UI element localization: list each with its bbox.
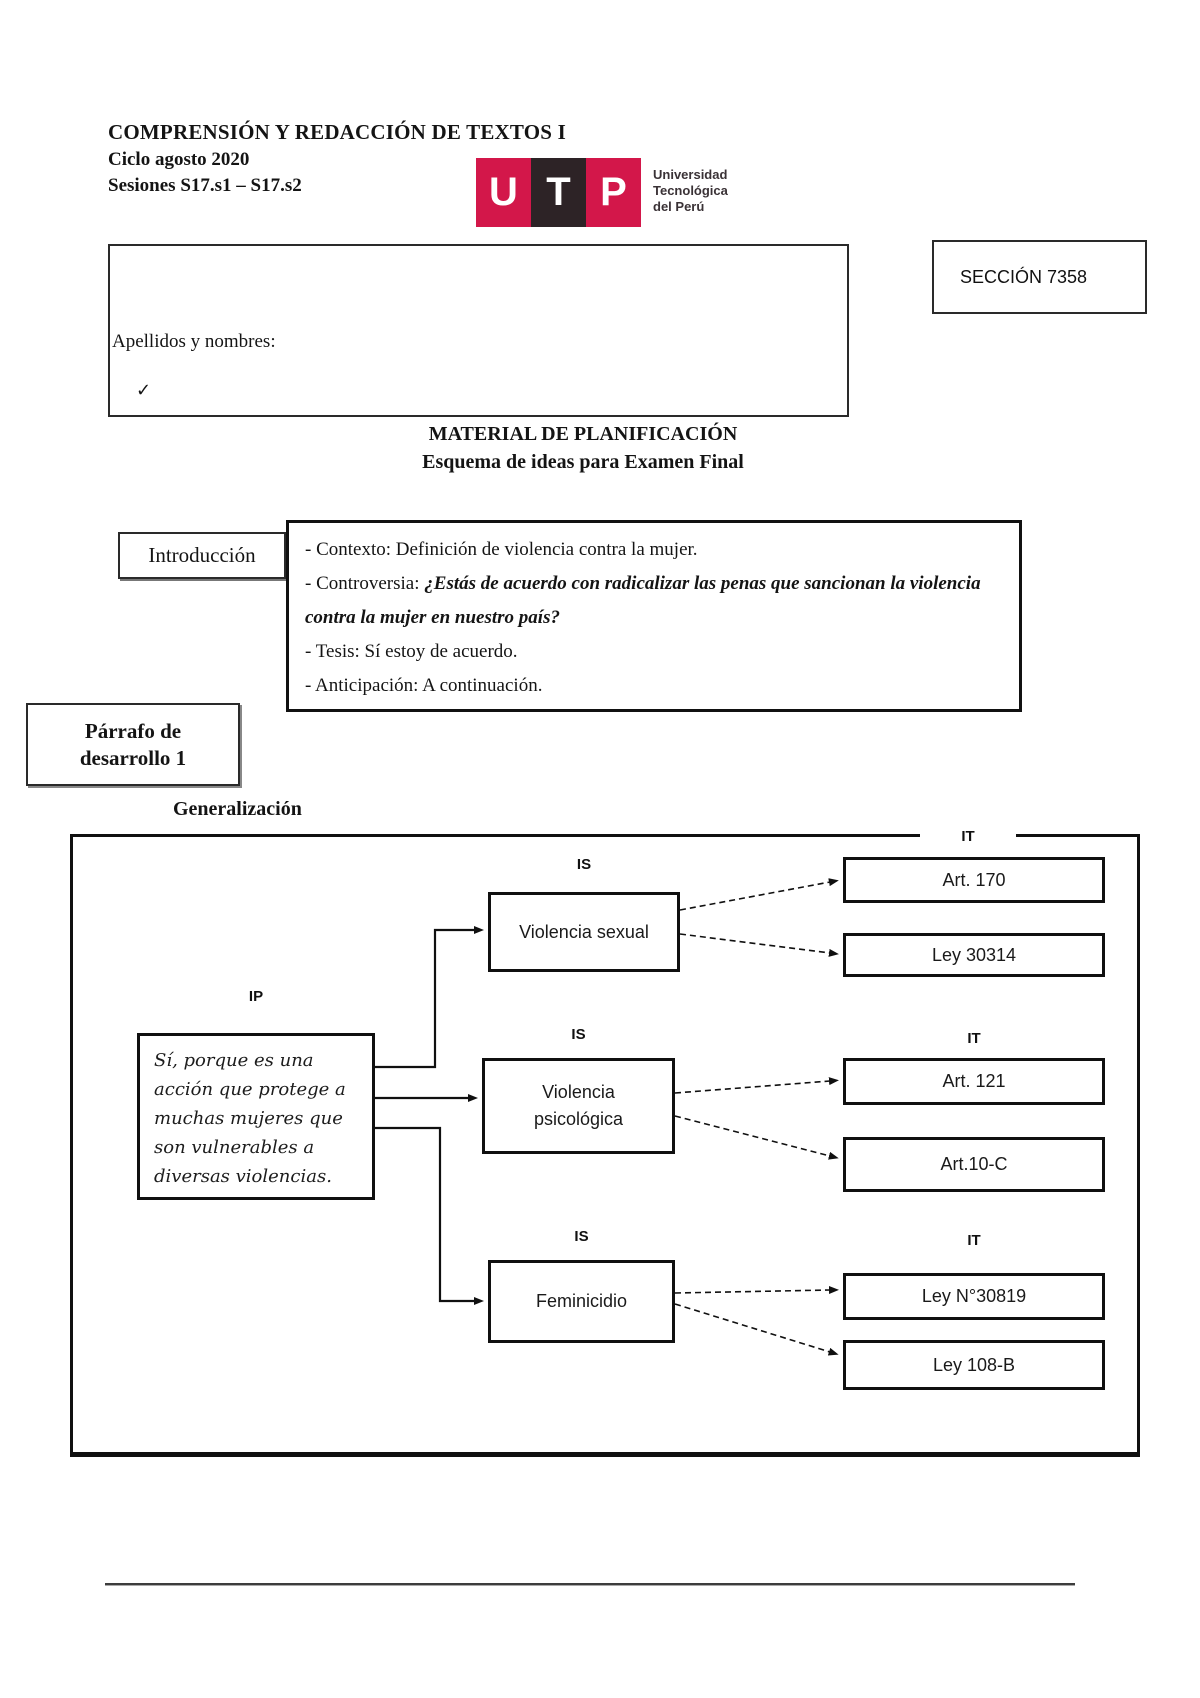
generalization-label: Generalización (173, 798, 302, 820)
utp-logo-letter-u-icon: U (476, 158, 531, 227)
intro-controversia-question: ¿Estás de acuerdo con radicalizar las pe… (305, 573, 981, 628)
intro-controversia-prefix: - Controversia: (305, 573, 425, 594)
course-cycle: Ciclo agosto 2020 (108, 149, 250, 170)
utp-org-line: del Perú (653, 199, 705, 214)
utp-org-line: Universidad (653, 167, 728, 182)
intro-contexto: - Contexto: Definición de violencia cont… (305, 539, 698, 560)
it-tag-2: IT (967, 1030, 981, 1047)
scheme-outer-box (70, 834, 1140, 1457)
course-sessions: Sesiones S17.s1 – S17.s2 (108, 175, 302, 196)
footer-divider (105, 1583, 1075, 1586)
checkmark-icon: ✓ (136, 380, 152, 401)
intro-controversia: - Controversia: ¿Estás de acuerdo con ra… (305, 567, 1003, 635)
is-node-feminicidio: Feminicidio (488, 1260, 675, 1343)
material-subtitle: Esquema de ideas para Examen Final (422, 451, 744, 473)
is-tag-2: IS (571, 1026, 586, 1043)
utp-org-line: Tecnológica (653, 183, 728, 198)
it-node-ley-108b: Ley 108-B (843, 1340, 1105, 1390)
it-node-ley-30819: Ley N°30819 (843, 1273, 1105, 1320)
section-label: SECCIÓN 7358 (960, 266, 1088, 287)
utp-logo-letter-t-icon: T (531, 158, 586, 227)
it-node-art-10c: Art.10-C (843, 1137, 1105, 1192)
intro-anticipacion: - Anticipación: A continuación. (305, 675, 543, 696)
intro-tesis: - Tesis: Sí estoy de acuerdo. (305, 641, 518, 662)
it-tag-3: IT (967, 1232, 981, 1249)
ip-tag: IP (248, 988, 264, 1005)
it-node-art-121: Art. 121 (843, 1058, 1105, 1105)
course-title: COMPRENSIÓN Y REDACCIÓN DE TEXTOS I (108, 120, 566, 144)
it-tag-1: IT (920, 826, 1016, 847)
material-title: MATERIAL DE PLANIFICACIÓN (428, 423, 738, 445)
is-node-violencia-sexual: Violencia sexual (488, 892, 680, 972)
section-box: SECCIÓN 7358 (932, 240, 1147, 314)
is-tag-3: IS (574, 1228, 589, 1245)
introduction-content-box: - Contexto: Definición de violencia cont… (286, 520, 1022, 712)
is-tag-1: IS (576, 856, 592, 873)
utp-logo-letter-p-icon: P (586, 158, 641, 227)
it-node-ley-30314: Ley 30314 (843, 933, 1105, 977)
student-name-box (108, 244, 849, 417)
is-node-violencia-psicologica: Violencia psicológica (482, 1058, 675, 1154)
ip-node: Sí, porque es una acción que protege a m… (137, 1033, 375, 1200)
connector-arrows (375, 878, 839, 1356)
introduction-label-box: Introducción (118, 532, 286, 579)
utp-logo: U T P Universidad Tecnológica del Perú (476, 158, 728, 227)
utp-logo-wordmark: Universidad Tecnológica del Perú (653, 158, 728, 215)
development-paragraph-line1: Párrafo de (84, 718, 182, 743)
material-heading: MATERIAL DE PLANIFICACIÓN Esquema de ide… (108, 423, 1058, 474)
it-node-art-170: Art. 170 (843, 857, 1105, 903)
name-field-label: Apellidos y nombres: (112, 331, 276, 352)
development-paragraph-box: Párrafo de desarrollo 1 (26, 703, 240, 786)
introduction-label: Introducción (148, 543, 256, 567)
development-paragraph-line2: desarrollo 1 (79, 745, 187, 770)
